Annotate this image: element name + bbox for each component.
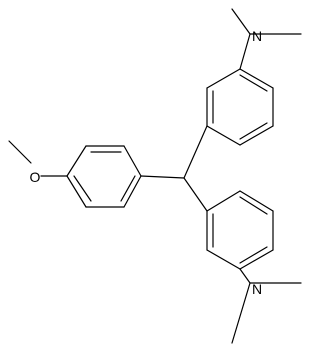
bond-lower-ring-1 (206, 190, 241, 212)
atom-n-bottom: N (252, 281, 262, 297)
bond-center-lower-ring (183, 177, 208, 212)
bond-lower-ring-4 (239, 249, 274, 270)
bond-n-top-ring (239, 33, 251, 70)
bond-left-ring-inner-2 (73, 175, 92, 202)
bond-oxygen-methyl (8, 140, 32, 164)
bond-lines (8, 8, 302, 344)
bond-upper-ring-1 (239, 68, 274, 89)
bond-center-upper-ring (183, 125, 208, 179)
bond-upper-ring-inner-1 (239, 74, 268, 92)
bond-left-ring-4 (66, 175, 87, 208)
chemical-structure-diagram: N O N (8, 8, 302, 344)
bond-lower-ring-2 (239, 190, 274, 212)
bond-n-bottom-methyl-left (231, 282, 251, 344)
bond-center-left-ring (140, 175, 185, 179)
bond-left-ring-1 (123, 145, 142, 177)
atom-o-methoxy: O (30, 169, 41, 185)
bond-lower-ring-5 (206, 249, 241, 270)
bond-n-bottom-ring (239, 268, 251, 284)
bond-left-ring-3 (66, 145, 87, 177)
bond-upper-ring-4 (206, 125, 241, 146)
bond-left-ring-6 (123, 175, 142, 208)
bond-left-ring-inner-3 (120, 175, 136, 202)
bond-n-top-methyl-left (231, 8, 251, 35)
bond-lower-ring-inner-1 (239, 196, 268, 215)
bond-upper-ring-inner-2 (239, 122, 268, 140)
bond-upper-ring-3 (239, 125, 274, 146)
bond-upper-ring-6 (206, 68, 241, 89)
structure-canvas: N O N (8, 8, 302, 344)
atom-n-top: N (252, 28, 262, 44)
bond-lower-ring-inner-2 (239, 246, 268, 264)
atom-labels: N O N (30, 28, 263, 297)
